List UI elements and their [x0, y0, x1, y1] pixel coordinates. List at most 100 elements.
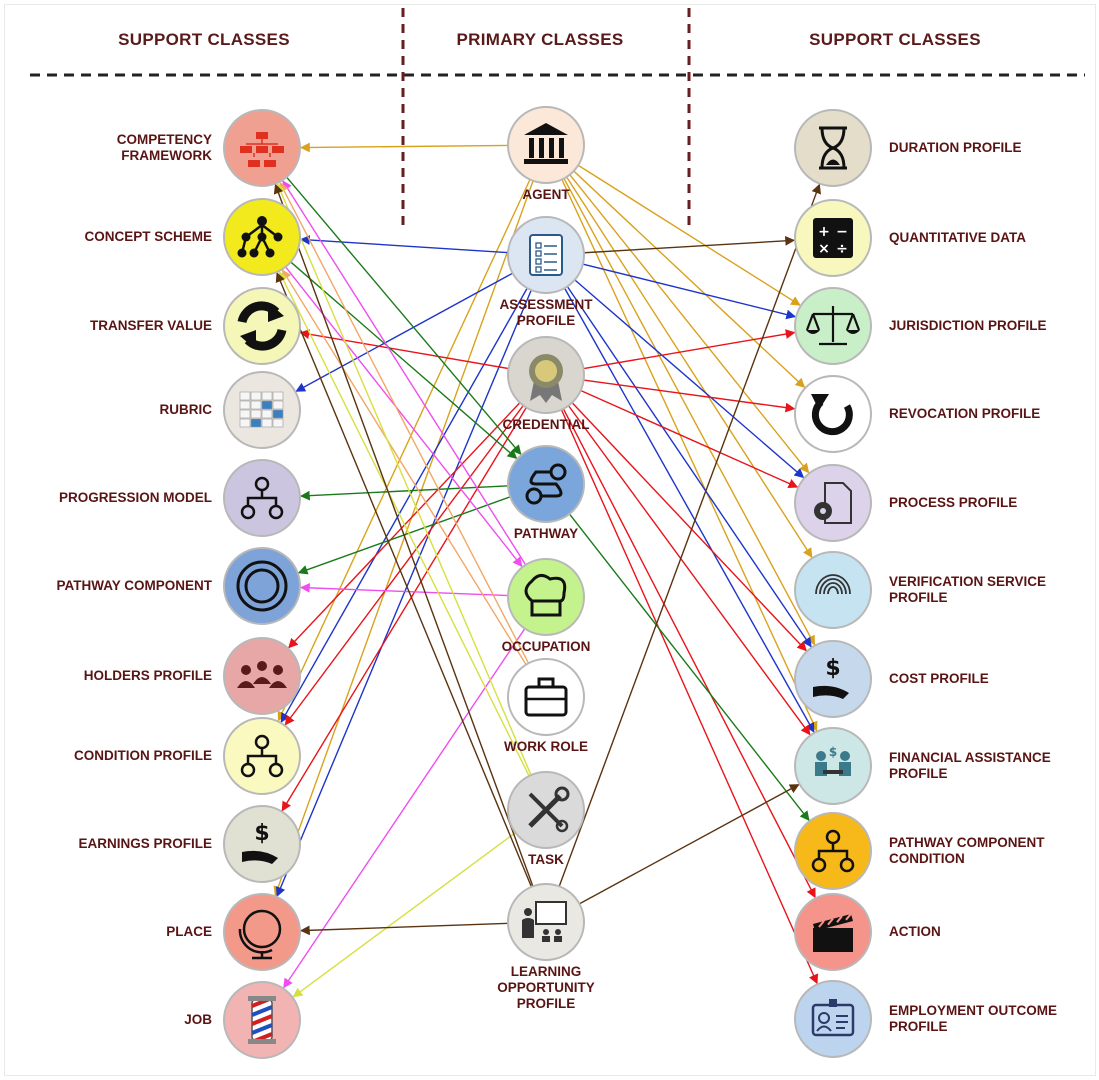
label-line: PROFILE	[889, 1019, 948, 1034]
edge-occupation-to-pathcomp	[299, 582, 510, 597]
label-line: LEARNING	[510, 964, 582, 979]
label-process: PROCESS PROFILE	[889, 495, 1099, 511]
node-assessment	[507, 216, 585, 294]
edge-credential-to-financial	[566, 403, 811, 736]
hand-dollar-icon: $	[813, 656, 849, 699]
edge-assessment-to-concept	[299, 235, 511, 254]
label-rubric: RUBRIC	[22, 402, 213, 418]
header-right-support-classes: SUPPORT CLASSES	[809, 30, 981, 49]
label-line: DURATION PROFILE	[889, 140, 1022, 155]
edge-workrole-to-competency	[279, 181, 531, 666]
scales-icon	[805, 306, 861, 346]
label-line: WORK ROLE	[504, 739, 588, 754]
label-line: PROCESS PROFILE	[889, 495, 1018, 510]
node-competency	[223, 109, 301, 187]
node-circle-revocation	[794, 375, 872, 453]
branch-icon	[240, 734, 284, 778]
label-workrole: WORK ROLE	[481, 739, 611, 755]
node-employment	[794, 980, 872, 1058]
edge-assessment-to-rubric	[295, 271, 515, 392]
label-line: OCCUPATION	[501, 639, 591, 654]
node-credential	[507, 336, 585, 414]
node-circle-verification	[794, 551, 872, 629]
edge-concept-to-pathway	[288, 260, 518, 460]
node-process	[794, 464, 872, 542]
label-line: TRANSFER VALUE	[89, 318, 212, 333]
connection-edges	[273, 142, 821, 998]
edge-occupation-to-job	[283, 626, 527, 989]
node-occupation	[507, 558, 585, 636]
node-condition	[223, 717, 301, 795]
label-line: EMPLOYMENT OUTCOME	[889, 1003, 1057, 1018]
svg-text:−: −	[836, 224, 848, 240]
revoke-arrow-icon	[811, 394, 853, 436]
hierarchy-icon	[237, 216, 283, 258]
label-line: AGENT	[522, 187, 570, 202]
node-financial: $	[794, 727, 872, 805]
label-line: CONDITION PROFILE	[74, 748, 212, 763]
label-credential: CREDENTIAL	[481, 417, 611, 433]
edge-occupation-to-competency	[282, 180, 528, 567]
label-revocation: REVOCATION PROFILE	[889, 406, 1099, 422]
node-circle-employment	[794, 980, 872, 1058]
clipboard-icon	[529, 234, 563, 276]
edge-credential-to-action	[561, 406, 816, 899]
label-pathcomp: PATHWAY COMPONENT	[22, 578, 212, 594]
barber-pole-icon	[248, 996, 276, 1044]
institution-icon	[524, 123, 568, 164]
people-group-icon	[237, 661, 287, 688]
node-holders	[223, 637, 301, 715]
sync-arrows-icon	[237, 301, 287, 351]
edge-assessment-to-jurisdiction	[580, 262, 797, 320]
edge-agent-to-process	[568, 172, 810, 474]
svg-text:$: $	[825, 656, 840, 681]
label-line: CONDITION	[889, 851, 965, 866]
node-circle-agent	[507, 106, 585, 184]
label-line: PROFILE	[516, 996, 576, 1011]
node-circle-cost	[794, 640, 872, 718]
label-line: PLACE	[166, 924, 212, 939]
svg-text:+: +	[818, 224, 830, 240]
edge-task-to-job	[292, 830, 518, 998]
edge-learning-to-place	[299, 922, 510, 936]
label-line: VERIFICATION SERVICE	[889, 574, 1047, 589]
edge-learning-to-competency	[273, 183, 535, 889]
node-circle-occupation	[507, 558, 585, 636]
tree-icon	[240, 476, 284, 520]
diagram-frame	[4, 4, 1096, 1076]
label-condition: CONDITION PROFILE	[22, 748, 212, 764]
label-line: COMPETENCY	[116, 132, 212, 147]
node-jurisdiction	[794, 287, 872, 365]
column-dividers	[30, 8, 1085, 228]
edge-task-to-competency	[276, 182, 533, 778]
class-nodes: $+−×÷$$	[223, 106, 872, 1059]
node-learning	[507, 883, 585, 961]
edge-credential-to-jurisdiction	[581, 329, 796, 370]
label-place: PLACE	[22, 924, 212, 940]
label-task: TASK	[481, 852, 611, 868]
label-line: REVOCATION PROFILE	[889, 406, 1041, 421]
wrench-screwdriver-icon	[528, 786, 570, 833]
label-line: COST PROFILE	[889, 671, 989, 686]
teacher-board-icon	[522, 901, 567, 942]
label-line: JOB	[184, 1012, 212, 1027]
node-circle-financial	[794, 727, 872, 805]
node-transfer	[223, 287, 301, 365]
label-occupation: OCCUPATION	[481, 639, 611, 655]
edge-agent-to-jurisdiction	[576, 163, 801, 306]
edge-credential-to-cost	[570, 400, 807, 652]
node-verification	[794, 551, 872, 629]
gear-document-icon	[814, 482, 852, 524]
label-line: HOLDERS PROFILE	[83, 668, 212, 683]
label-line: FRAMEWORK	[121, 148, 212, 163]
node-quant: +−×÷	[794, 199, 872, 277]
edge-agent-to-competency	[300, 142, 510, 153]
